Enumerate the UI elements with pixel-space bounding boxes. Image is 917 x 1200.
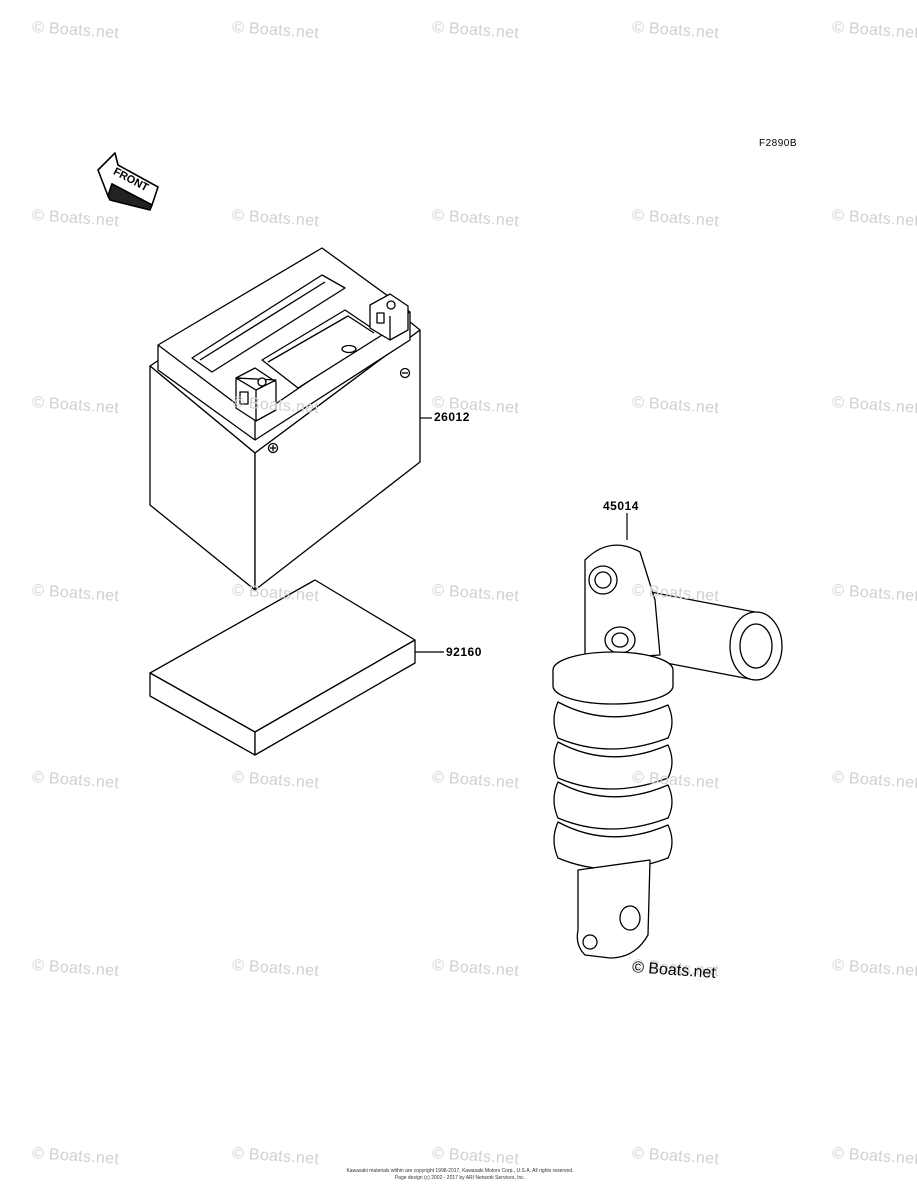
part-number-45014[interactable]: 45014 bbox=[603, 499, 639, 513]
footer-copyright: Kawasaki materials within are copyright … bbox=[346, 1168, 574, 1174]
shock-absorber-45014 bbox=[552, 544, 783, 959]
battery-pad-92160 bbox=[149, 579, 416, 756]
part-number-92160[interactable]: 92160 bbox=[446, 645, 482, 659]
front-arrow-icon: FRONT bbox=[97, 152, 159, 211]
footer-design-credit: Page design (c) 2002 - 2017 by ARI Netwo… bbox=[394, 1175, 526, 1181]
part-number-26012[interactable]: 26012 bbox=[434, 410, 470, 424]
battery-26012 bbox=[149, 247, 421, 591]
figure-code: F2890B bbox=[759, 138, 798, 149]
